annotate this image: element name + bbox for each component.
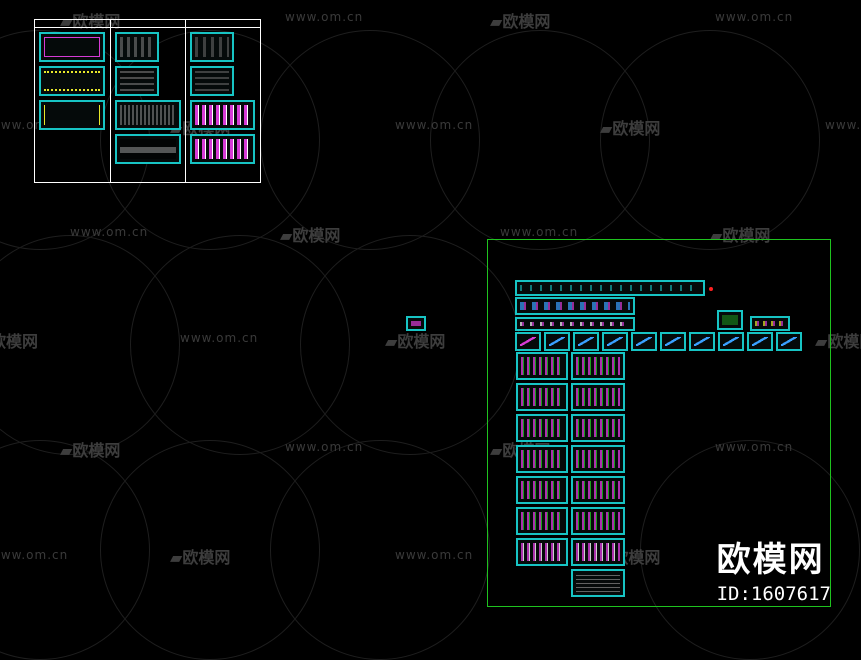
detail-sheet[interactable] <box>190 66 234 96</box>
watermark-logo: ▰欧模网 <box>60 12 121 31</box>
floor-plan-sheet[interactable] <box>516 476 568 504</box>
frame-divider <box>185 20 186 182</box>
watermark-url: www.om.cn <box>70 225 149 239</box>
elevation-sheet-magenta[interactable] <box>190 134 255 164</box>
frame-divider <box>110 20 111 182</box>
floor-plan-sheet[interactable] <box>571 445 625 473</box>
watermark-url: www.om.cn <box>285 10 364 24</box>
stair-sheet[interactable] <box>660 332 686 351</box>
floor-plan-sheet[interactable] <box>571 383 625 411</box>
watermark-url: www.om.cn <box>715 10 794 24</box>
watermark-logo: ▰欧模网 <box>280 226 341 245</box>
watermark-url: www.om.cn <box>395 118 474 132</box>
watermark-logo: 欧模网 <box>0 332 39 351</box>
sofa-logo-icon: ▰ <box>280 226 293 245</box>
stair-sheet[interactable] <box>631 332 657 351</box>
watermark-logo: ▰欧模网 <box>170 548 231 567</box>
model-id: ID:1607617 <box>716 583 831 605</box>
watermark-url: www.om.cn <box>500 225 579 239</box>
watermark-url: www.om.cn <box>825 118 861 132</box>
floor-plan-sheet[interactable] <box>571 507 625 535</box>
sofa-logo-icon: ▰ <box>385 332 398 351</box>
sofa-logo-icon: ▰ <box>600 119 613 138</box>
stair-sheet[interactable] <box>776 332 802 351</box>
watermark-logo: ▰欧模网 <box>815 332 861 351</box>
red-dot-icon <box>709 287 713 291</box>
plan-sheet[interactable] <box>39 100 105 130</box>
stair-sheet[interactable] <box>544 332 570 351</box>
elevation-sheet[interactable] <box>115 134 181 164</box>
stair-sheet[interactable] <box>747 332 773 351</box>
detail-sheet[interactable] <box>717 310 743 330</box>
watermark-url: www.om.cn <box>285 440 364 454</box>
floor-plan-sheet[interactable] <box>571 414 625 442</box>
floor-plan-sheet[interactable] <box>516 538 568 566</box>
floating-sheet[interactable] <box>406 316 426 331</box>
watermark-logo: ▰欧模网 <box>490 12 551 31</box>
floor-plan-sheet[interactable] <box>571 352 625 380</box>
stair-sheet[interactable] <box>718 332 744 351</box>
watermark-logo: ▰欧模网 <box>600 119 661 138</box>
sofa-logo-icon: ▰ <box>815 332 828 351</box>
diagram-sheet[interactable] <box>515 317 635 331</box>
plan-column-right <box>571 352 626 600</box>
floor-plan-sheet[interactable] <box>571 569 625 597</box>
watermark-logo: ▰欧模网 <box>385 332 446 351</box>
cad-layout-frame-white[interactable] <box>34 19 261 183</box>
watermark-url: www.om.cn <box>395 548 474 562</box>
title-strip[interactable] <box>515 280 705 296</box>
watermark-url: www.om.cn <box>715 440 794 454</box>
stair-row <box>515 332 810 352</box>
floor-plan-sheet[interactable] <box>516 383 568 411</box>
frame-divider <box>35 27 260 28</box>
brand-logo: 欧模网 <box>716 540 825 580</box>
floor-plan-sheet[interactable] <box>516 414 568 442</box>
sofa-logo-icon: ▰ <box>170 548 183 567</box>
cad-layout-frame-green[interactable] <box>487 239 831 607</box>
sofa-logo-icon: ▰ <box>490 12 503 31</box>
stair-sheet[interactable] <box>689 332 715 351</box>
watermark-url: www.om.cn <box>180 331 259 345</box>
sofa-logo-icon: ▰ <box>60 441 73 460</box>
detail-sheet[interactable] <box>115 66 159 96</box>
detail-sheet[interactable] <box>750 316 790 331</box>
sofa-logo-icon: ▰ <box>490 441 503 460</box>
watermark-logo: ▰欧模网 <box>710 226 771 245</box>
stair-sheet[interactable] <box>573 332 599 351</box>
brand-overlay: 欧模网 ID:1607617 <box>717 532 831 605</box>
floor-plan-sheet[interactable] <box>516 352 568 380</box>
sofa-logo-icon: ▰ <box>60 12 73 31</box>
watermark-logo: ▰欧模网 <box>60 441 121 460</box>
elevation-sheet-magenta[interactable] <box>190 100 255 130</box>
plan-sheet[interactable] <box>39 66 105 96</box>
detail-sheet[interactable] <box>115 32 159 62</box>
sofa-logo-icon: ▰ <box>710 226 723 245</box>
stair-sheet[interactable] <box>515 332 541 351</box>
watermark-url: www.om.cn <box>0 548 69 562</box>
elevation-sheet[interactable] <box>115 100 181 130</box>
detail-sheet[interactable] <box>190 32 234 62</box>
floor-plan-sheet[interactable] <box>516 507 568 535</box>
diagram-sheet[interactable] <box>515 297 635 315</box>
floor-plan-sheet[interactable] <box>571 476 625 504</box>
floor-plan-sheet[interactable] <box>516 445 568 473</box>
plan-column-left <box>516 352 568 568</box>
stair-sheet[interactable] <box>602 332 628 351</box>
floor-plan-sheet[interactable] <box>571 538 625 566</box>
plan-sheet[interactable] <box>39 32 105 62</box>
